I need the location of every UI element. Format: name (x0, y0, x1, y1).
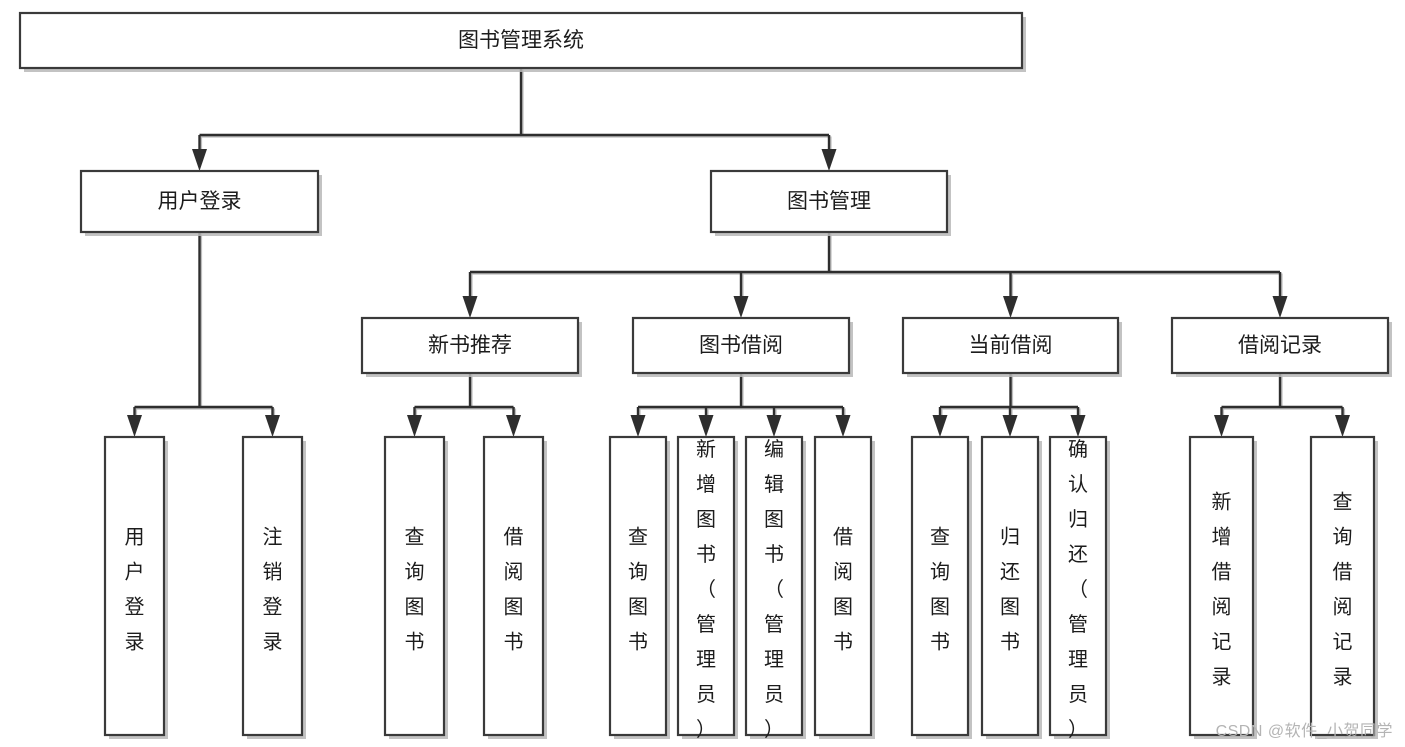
node-leaf-logout-rect[interactable] (241, 435, 304, 737)
node-leaf-add-record-label: 新增借阅记录 (1212, 490, 1232, 688)
node-book-borrow-label: 图书借阅 (699, 334, 783, 357)
node-current-borrow-rect[interactable] (901, 316, 1120, 375)
node-leaf-query-book-3-label: 查询图书 (930, 525, 950, 653)
node-book-borrow-rect[interactable] (631, 316, 851, 375)
node-leaf-query-book-2-label: 查询图书 (628, 525, 648, 653)
user-login-to-child-1-arrowhead (265, 415, 280, 437)
node-leaf-return-book-label: 归还图书 (1000, 525, 1020, 653)
book-borrow-to-child-2-arrowhead (766, 415, 782, 437)
root-to-child-0-arrowhead (192, 149, 207, 171)
node-book-manage-label: 图书管理 (787, 190, 871, 213)
node-leaf-user-login[interactable]: 用户登录 (103, 435, 168, 739)
borrow-record-to-child-1-arrowhead (1335, 415, 1350, 437)
node-user-login-rect[interactable] (79, 169, 320, 234)
node-leaf-borrow-book-2-rect[interactable] (813, 435, 873, 737)
book-manage-to-child-1-arrowhead (733, 296, 749, 318)
node-leaf-query-record-rect[interactable] (1309, 435, 1376, 737)
node-leaf-query-book-2-rect[interactable] (608, 435, 668, 737)
node-new-book-recommend-label: 新书推荐 (428, 334, 512, 357)
node-leaf-add-book[interactable]: 新增图书（管理员） (676, 435, 738, 741)
node-leaf-logout[interactable]: 注销登录 (241, 435, 306, 739)
node-leaf-edit-book-label: 编辑图书（管理员） (764, 438, 784, 741)
node-leaf-query-record[interactable]: 查询借阅记录 (1309, 435, 1378, 739)
node-current-borrow[interactable]: 当前借阅 (901, 316, 1122, 377)
book-manage-to-child-3-arrowhead (1272, 296, 1288, 318)
node-leaf-add-record-rect[interactable] (1188, 435, 1255, 737)
node-leaf-query-book-1-label: 查询图书 (405, 525, 425, 653)
node-leaf-user-login-label: 用户登录 (125, 526, 145, 653)
node-user-login[interactable]: 用户登录 (79, 169, 322, 236)
book-borrow-to-child-3-arrowhead (835, 415, 851, 437)
node-borrow-record-rect[interactable] (1170, 316, 1390, 375)
book-manage-to-child-2-arrowhead (1003, 296, 1018, 318)
node-leaf-borrow-book-2[interactable]: 借阅图书 (813, 435, 875, 739)
node-leaf-query-record-label: 查询借阅记录 (1333, 490, 1353, 688)
node-layer: 图书管理系统用户登录图书管理新书推荐图书借阅当前借阅借阅记录用户登录注销登录查询… (18, 11, 1392, 741)
node-leaf-edit-book[interactable]: 编辑图书（管理员） (744, 435, 806, 741)
book-manage-to-child-0-arrowhead (462, 296, 478, 318)
node-book-borrow[interactable]: 图书借阅 (631, 316, 853, 377)
node-leaf-query-book-1[interactable]: 查询图书 (383, 435, 448, 739)
node-leaf-confirm-return-label: 确认归还（管理员） (1068, 438, 1088, 741)
node-leaf-borrow-book-1[interactable]: 借阅图书 (482, 435, 547, 739)
current-borrow-to-child-2-arrowhead (1070, 415, 1086, 437)
book-borrow-to-child-0-arrowhead (630, 415, 646, 437)
book-borrow-to-child-1-arrowhead (698, 415, 714, 437)
node-leaf-add-record[interactable]: 新增借阅记录 (1188, 435, 1257, 739)
node-leaf-query-book-1-rect[interactable] (383, 435, 446, 737)
node-leaf-query-book-3-rect[interactable] (910, 435, 970, 737)
node-leaf-user-login-rect[interactable] (103, 435, 166, 737)
node-borrow-record[interactable]: 借阅记录 (1170, 316, 1392, 377)
node-book-manage[interactable]: 图书管理 (709, 169, 951, 236)
borrow-record-to-child-0-arrowhead (1214, 415, 1229, 437)
node-leaf-query-book-2[interactable]: 查询图书 (608, 435, 670, 739)
node-leaf-add-book-label: 新增图书（管理员） (696, 438, 716, 741)
node-leaf-query-book-3[interactable]: 查询图书 (910, 435, 972, 739)
node-leaf-add-book-rect[interactable] (676, 435, 736, 737)
node-book-manage-rect[interactable] (709, 169, 949, 234)
node-leaf-borrow-book-1-label: 借阅图书 (504, 525, 524, 653)
node-current-borrow-label: 当前借阅 (969, 334, 1053, 357)
node-root-system[interactable]: 图书管理系统 (18, 11, 1026, 72)
node-leaf-confirm-return-rect[interactable] (1048, 435, 1108, 737)
watermark-label: CSDN @软件_小贺同学 (1215, 723, 1393, 740)
current-borrow-to-child-1-arrowhead (1002, 415, 1018, 437)
node-root-system-label: 图书管理系统 (458, 29, 584, 52)
root-to-child-1-arrowhead (821, 149, 837, 171)
new-book-recommend-to-child-1-arrowhead (506, 415, 521, 437)
node-user-login-label: 用户登录 (158, 190, 242, 213)
node-leaf-confirm-return[interactable]: 确认归还（管理员） (1048, 435, 1110, 741)
node-new-book-recommend-rect[interactable] (360, 316, 580, 375)
node-root-system-rect[interactable] (18, 11, 1024, 70)
node-leaf-borrow-book-2-label: 借阅图书 (833, 525, 853, 653)
node-new-book-recommend[interactable]: 新书推荐 (360, 316, 582, 377)
node-leaf-return-book[interactable]: 归还图书 (980, 435, 1042, 739)
node-borrow-record-label: 借阅记录 (1238, 334, 1322, 357)
node-leaf-borrow-book-1-rect[interactable] (482, 435, 545, 737)
current-borrow-to-child-0-arrowhead (932, 415, 948, 437)
user-login-to-child-0-arrowhead (127, 415, 142, 437)
connector-layer (127, 68, 1350, 437)
new-book-recommend-to-child-0-arrowhead (407, 415, 422, 437)
node-leaf-return-book-rect[interactable] (980, 435, 1040, 737)
node-leaf-edit-book-rect[interactable] (744, 435, 804, 737)
node-leaf-logout-label: 注销登录 (263, 525, 283, 653)
